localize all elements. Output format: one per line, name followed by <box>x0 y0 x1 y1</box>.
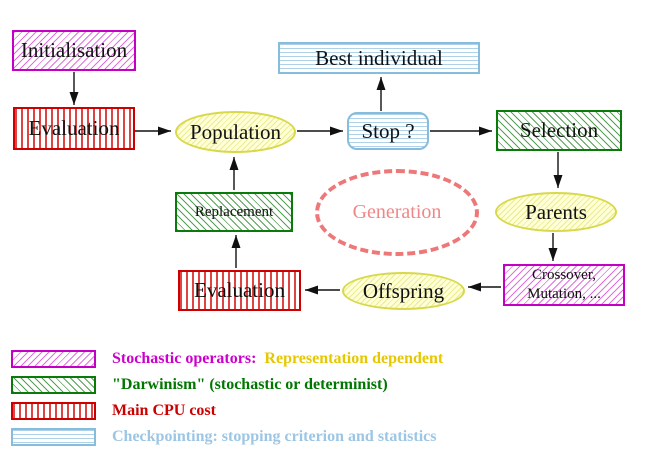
node-evaluation-top: Evaluation <box>13 107 135 150</box>
legend-swatch-checkpointing <box>11 428 96 446</box>
node-initialisation: Initialisation <box>12 30 136 71</box>
node-stop: Stop ? <box>347 112 429 150</box>
legend-label-stochastic: Stochastic operators: <box>112 350 257 367</box>
legend-label-darwinism: "Darwinism" (stochastic or determinist) <box>112 376 388 393</box>
legend-row-checkpointing: Checkpointing: stopping criterion and st… <box>11 428 436 446</box>
legend-swatch-cpu <box>11 402 96 420</box>
crossover-label-line1: Crossover, <box>532 267 596 283</box>
node-generation: Generation <box>315 169 479 256</box>
crossover-label-line2: Mutation, ... <box>527 286 601 302</box>
legend-row-cpu: Main CPU cost <box>11 402 216 420</box>
node-parents: Parents <box>495 192 617 232</box>
node-best-individual: Best individual <box>278 42 480 74</box>
node-crossover-mutation: Crossover, Mutation, ... <box>503 264 625 306</box>
node-evaluation-bottom: Evaluation <box>178 270 301 311</box>
legend-swatch-stochastic <box>11 350 96 368</box>
node-replacement: Replacement <box>175 192 293 232</box>
legend-row-stochastic: Stochastic operators: Representation dep… <box>11 350 443 368</box>
node-offspring: Offspring <box>342 272 465 310</box>
legend-label-cpu: Main CPU cost <box>112 402 216 419</box>
legend-label-checkpointing: Checkpointing: stopping criterion and st… <box>112 428 437 445</box>
legend-note-representation: Representation dependent <box>264 350 444 367</box>
node-selection: Selection <box>496 110 622 151</box>
legend-swatch-darwinism <box>11 376 96 394</box>
node-population: Population <box>175 111 296 153</box>
legend-row-darwinism: "Darwinism" (stochastic or determinist) <box>11 376 388 394</box>
